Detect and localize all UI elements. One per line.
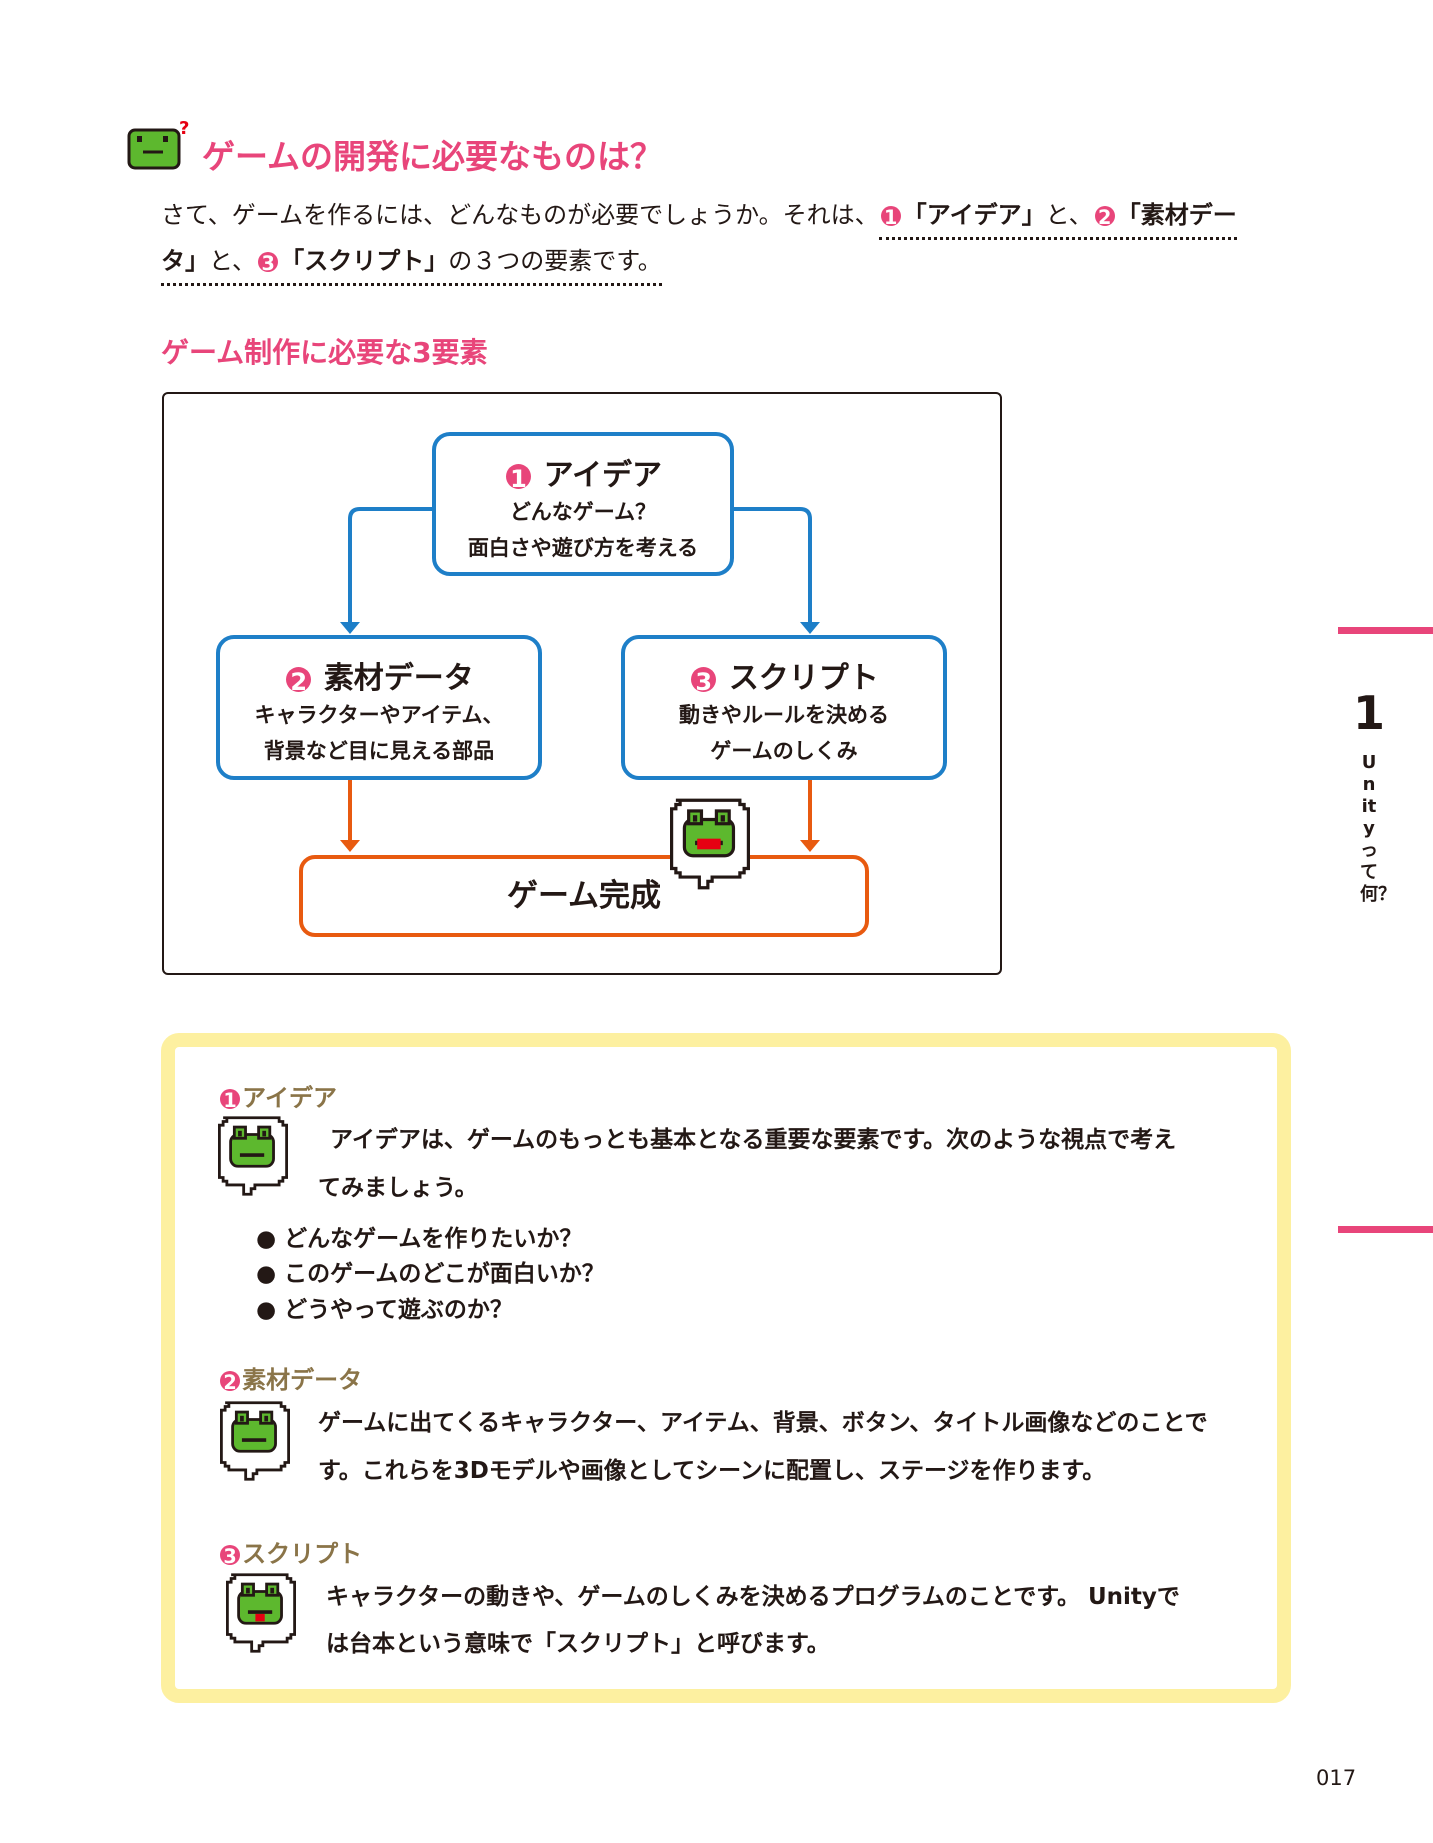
chapter-title-vertical: Unityって何？: [1360, 752, 1396, 905]
bullet-item: ● どうやって遊ぶのか？: [256, 1297, 513, 1323]
intro-text: と、: [1045, 201, 1093, 229]
side-tab-bar: [1338, 627, 1433, 634]
number-badge: 3: [691, 666, 717, 696]
number-badge: 2: [286, 666, 312, 696]
box-line: 動きやルールを決める: [679, 703, 889, 727]
frog-bubble-icon: [669, 798, 751, 890]
bullet-text: どうやって遊ぶのか？: [284, 1297, 513, 1323]
bullet-item: ● どんなゲームを作りたいか？: [256, 1226, 583, 1252]
intro-underline: 1「アイデア」と、2「素材デー: [878, 201, 1237, 240]
bullet-item: ● このゲームのどこが面白いか？: [256, 1261, 605, 1287]
intro-line-1: さて、ゲームを作るには、どんなものが必要でしょうか。それは、1「アイデア」と、2…: [161, 200, 1237, 240]
game-complete-label: ゲーム完成: [506, 878, 662, 914]
section-heading: ゲームの開発に必要なものは？: [202, 137, 664, 176]
intro-material: 「素材デー: [1116, 201, 1237, 229]
number-badge: 1: [220, 1088, 241, 1112]
script-box: 3 スクリプト 動きやルールを決める ゲームのしくみ: [621, 635, 947, 780]
diagram-heading: ゲーム制作に必要な3要素: [161, 336, 488, 369]
explanation-panel: [161, 1033, 1291, 1703]
number-badge: 2: [220, 1370, 241, 1394]
box-line: 背景など目に見える部品: [263, 739, 495, 763]
idea-text-1: アイデアは、ゲームのもっとも基本となる重要な要素です。次のような視点で考え: [330, 1127, 1177, 1153]
bullet-text: このゲームのどこが面白いか？: [284, 1261, 605, 1287]
material-text-1: ゲームに出てくるキャラクター、アイテム、背景、ボタン、タイトル画像などのことで: [318, 1410, 1208, 1436]
box-title: スクリプト: [728, 661, 879, 696]
box-line: どんなゲーム？: [509, 500, 657, 524]
number-badge: 3: [220, 1544, 241, 1568]
script-text-2: は台本という意味で「スクリプト」と呼びます。: [326, 1631, 830, 1657]
intro-text: の３つの要素です。: [448, 247, 662, 275]
frog-heading-icon: ?: [127, 118, 189, 172]
section-title: 素材データ: [242, 1366, 363, 1394]
game-complete-box: ゲーム完成: [299, 855, 869, 937]
number-badge: 3: [258, 251, 279, 275]
idea-box: 1 アイデア どんなゲーム？ 面白さや遊び方を考える: [432, 432, 734, 576]
side-tab-bar: [1338, 1226, 1433, 1233]
intro-text: さて、ゲームを作るには、どんなものが必要でしょうか。それは、: [161, 201, 879, 229]
frog-bubble-icon: [219, 1401, 291, 1481]
box-line: キャラクターやアイテム、: [254, 703, 504, 727]
section-title: スクリプト: [242, 1540, 363, 1568]
intro-script: 「スクリプト」: [280, 247, 449, 275]
intro-material: タ」: [161, 247, 209, 275]
diagram-frame: 1 アイデア どんなゲーム？ 面白さや遊び方を考える 2 素材データ キャラクタ…: [162, 392, 1002, 975]
box-title: 素材データ: [323, 661, 474, 696]
number-badge: 1: [880, 205, 901, 229]
chapter-number: 1: [1352, 686, 1385, 740]
svg-text:?: ?: [179, 120, 189, 139]
box-line: ゲームのしくみ: [710, 739, 858, 763]
intro-underline: タ」と、3「スクリプト」の３つの要素です。: [161, 247, 662, 286]
section-title: アイデア: [242, 1084, 337, 1112]
intro-text: と、: [209, 247, 257, 275]
diagram-arrows: [340, 507, 820, 852]
bullet-text: どんなゲームを作りたいか？: [284, 1226, 583, 1252]
intro-idea: 「アイデア」: [902, 201, 1046, 229]
page-number: 017: [1316, 1766, 1357, 1790]
idea-text-2: てみましょう。: [318, 1175, 478, 1201]
material-text-2: す。これらを3Dモデルや画像としてシーンに配置し、ステージを作ります。: [318, 1458, 1106, 1484]
box-title: アイデア: [543, 458, 663, 493]
intro-line-2: タ」と、3「スクリプト」の３つの要素です。: [161, 246, 662, 286]
box-line: 面白さや遊び方を考える: [467, 536, 699, 560]
number-badge: 2: [1094, 205, 1115, 229]
number-badge: 1: [505, 463, 532, 493]
script-text-1: キャラクターの動きや、ゲームのしくみを決めるプログラムのことです。 Unityで: [326, 1584, 1180, 1610]
material-box: 2 素材データ キャラクターやアイテム、 背景など目に見える部品: [216, 635, 542, 780]
frog-bubble-icon: [217, 1116, 289, 1196]
frog-bubble-icon: [225, 1573, 297, 1653]
